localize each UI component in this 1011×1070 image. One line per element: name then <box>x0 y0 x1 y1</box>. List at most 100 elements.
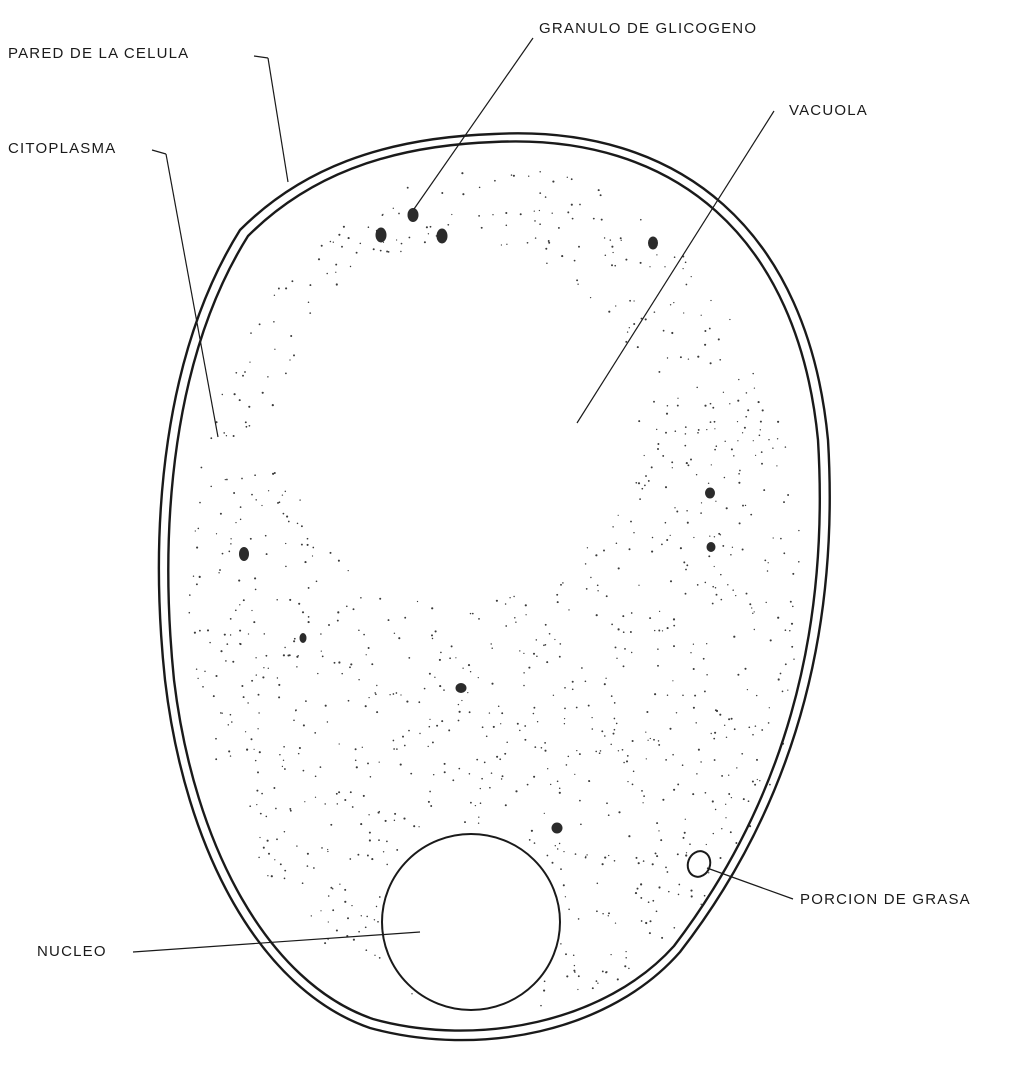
cytoplasm-dot <box>272 473 274 475</box>
cytoplasm-dot <box>693 537 694 538</box>
cytoplasm-dot <box>321 245 323 247</box>
cytoplasm-dot <box>418 826 419 827</box>
cytoplasm-dot <box>605 678 606 679</box>
cytoplasm-dot <box>641 790 643 792</box>
cytoplasm-dot <box>204 671 205 672</box>
cytoplasm-dot <box>496 756 498 758</box>
cytoplasm-dot <box>604 857 606 859</box>
cytoplasm-dot <box>480 802 482 804</box>
cytoplasm-dot <box>327 849 328 850</box>
cytoplasm-dot <box>360 823 362 825</box>
cytoplasm-dot <box>226 479 228 481</box>
cytoplasm-dot <box>633 323 635 325</box>
cytoplasm-dot <box>338 661 340 663</box>
cytoplasm-dot <box>694 695 696 697</box>
cytoplasm-dot <box>543 990 545 992</box>
cytoplasm-dot <box>574 971 575 972</box>
cytoplasm-dot <box>396 748 398 750</box>
cytoplasm-dot <box>559 656 561 658</box>
cytoplasm-dot <box>644 485 646 487</box>
cytoplasm-dot <box>768 722 770 724</box>
cytoplasm-dot <box>626 760 628 762</box>
cytoplasm-dot <box>230 714 232 716</box>
cytoplasm-dot <box>585 563 587 565</box>
cytoplasm-dot <box>625 957 627 959</box>
cytoplasm-dot <box>618 515 619 516</box>
cytoplasm-dot <box>393 748 395 750</box>
citoplasma-leader <box>152 150 166 154</box>
cytoplasm-dot <box>249 805 251 807</box>
cytoplasm-dot <box>669 728 671 730</box>
cytoplasm-dot <box>564 687 566 689</box>
cytoplasm-dot <box>424 241 426 243</box>
cytoplasm-dot <box>629 327 630 328</box>
cytoplasm-dot <box>576 750 577 751</box>
cytoplasm-dot <box>572 681 574 683</box>
cytoplasm-dot <box>733 636 735 638</box>
cytoplasm-dot <box>657 448 659 450</box>
cytoplasm-dot <box>250 538 252 540</box>
cytoplasm-dot <box>658 830 659 831</box>
cytoplasm-dot <box>742 432 743 433</box>
cytoplasm-dot <box>608 915 609 916</box>
cytoplasm-dot <box>243 599 245 601</box>
cytoplasm-dot <box>489 787 491 789</box>
cytoplasm-dot <box>752 734 754 736</box>
cytoplasm-dot <box>315 797 316 798</box>
cytoplasm-dot <box>337 611 339 613</box>
cytoplasm-dot <box>640 219 642 221</box>
cytoplasm-dot <box>731 448 733 450</box>
cytoplasm-dot <box>223 432 225 434</box>
cytoplasm-dot <box>304 561 306 563</box>
cytoplasm-dot <box>343 226 345 228</box>
cytoplasm-dot <box>556 594 558 596</box>
cytoplasm-dot <box>714 732 716 734</box>
cytoplasm-dot <box>320 766 322 768</box>
cytoplasm-dot <box>531 830 533 832</box>
cytoplasm-dot <box>220 513 222 515</box>
cytoplasm-dot <box>696 773 697 774</box>
cytoplasm-dot <box>330 552 332 554</box>
cytoplasm-dot <box>564 723 565 724</box>
cytoplasm-dot <box>302 611 304 613</box>
cytoplasm-dot <box>687 464 689 466</box>
cytoplasm-dot <box>729 403 730 404</box>
cytoplasm-dot <box>335 272 336 273</box>
cytoplasm-dot <box>723 392 724 393</box>
label-porcion-de-grasa: PORCION DE GRASA <box>800 891 971 908</box>
cytoplasm-dot <box>251 494 253 496</box>
cytoplasm-dot <box>328 939 329 940</box>
cytoplasm-dot <box>238 580 240 582</box>
cytoplasm-dot <box>683 312 684 313</box>
cytoplasm-dot <box>613 733 615 735</box>
cytoplasm-dot <box>685 426 687 428</box>
cytoplasm-dot <box>254 474 256 476</box>
cytoplasm-dot <box>712 407 714 409</box>
cytoplasm-dot <box>273 321 275 323</box>
cytoplasm-dot <box>600 750 602 752</box>
cytoplasm-dot <box>670 304 671 305</box>
cytoplasm-dot <box>544 813 545 814</box>
cytoplasm-dot <box>537 721 538 722</box>
cytoplasm-dot <box>649 932 651 934</box>
cytoplasm-dot <box>712 603 714 605</box>
cytoplasm-dot <box>673 302 674 303</box>
cytoplasm-dot <box>790 601 792 603</box>
cytoplasm-dot <box>393 693 395 695</box>
cytoplasm-dot <box>478 817 479 818</box>
cytoplasm-dot <box>683 837 685 839</box>
cytoplasm-dot <box>665 486 667 488</box>
cytoplasm-dot <box>509 597 510 598</box>
cytoplasm-dot <box>677 398 678 399</box>
cytoplasm-dot <box>565 953 567 955</box>
cytoplasm-dot <box>478 215 480 217</box>
cytoplasm-dot <box>248 633 249 634</box>
cytoplasm-dot <box>451 645 453 647</box>
cytoplasm-dot <box>608 912 610 914</box>
cytoplasm-dot <box>658 886 660 888</box>
cytoplasm-dot <box>604 237 605 238</box>
cytoplasm-dot <box>324 942 326 944</box>
cytoplasm-dot <box>549 633 551 635</box>
cytoplasm-dot <box>332 909 334 911</box>
cytoplasm-dot <box>648 901 650 903</box>
